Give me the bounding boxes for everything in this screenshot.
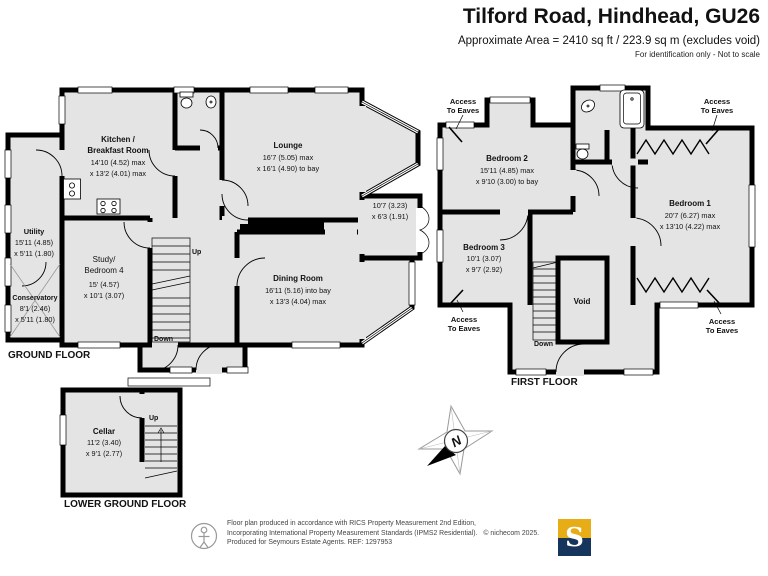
floor-label-first: FIRST FLOOR [511,377,578,388]
room-dim-study-2: x 10'1 (3.07) [84,291,124,300]
eaves-label-bl-1: Access [451,315,477,324]
ground-floor-doors [21,129,266,372]
room-dim-dining-2: x 13'3 (4.04) max [270,297,326,306]
room-dim-kitchen-2: x 13'2 (4.01) max [90,169,146,178]
footer-line3: Produced for Seymours Estate Agents. REF… [227,539,393,547]
room-label-bedroom3: Bedroom 3 [463,243,505,252]
eaves-label-tl-2: To Eaves [447,106,479,115]
header: Tilford Road, Hindhead, GU26 Approximate… [458,5,760,59]
room-dim-conservatory-2: x 5'11 (1.80) [15,315,55,324]
footer-line2-text: Incorporating International Property Mea… [227,529,478,537]
first-floor-stairs [532,261,559,341]
logo-letter: S [565,522,584,553]
stairs-down-label-first: Down [534,341,553,348]
bedroom1-wardrobes [636,138,710,294]
stairs-up-label: Up [192,249,201,256]
floor-label-ground: GROUND FLOOR [8,350,91,361]
scale-note: For identification only - Not to scale [635,50,760,59]
eaves-label-tr-1: Access [704,97,730,106]
room-dim-bedroom3-1: 10'1 (3.07) [467,254,502,263]
room-label-kitchen-2: Breakfast Room [87,146,148,155]
compass-north-needle [427,446,456,466]
room-label-conservatory: Conservatory [12,295,57,302]
room-dim-cellar-1: 11'2 (3.40) [87,438,121,447]
first-floor-labels: Access To Eaves Access To Eaves Access T… [447,97,738,388]
footer-copyright: © nichecom 2025. [483,529,540,537]
cellar-walls [60,387,183,498]
room-dim-bedroom2-1: 15'11 (4.85) max [480,166,534,175]
lower-stairs [144,425,178,479]
ground-floor-stairs [151,237,191,343]
room-label-dining: Dining Room [273,274,323,283]
bathroom-fixtures [575,89,645,160]
first-floor-windows [436,84,756,376]
footer-line1: Floor plan produced in accordance with R… [227,520,476,527]
eaves-label-br-2: To Eaves [706,326,738,335]
lower-ground-floor-plan: Cellar 11'2 (3.40) x 9'1 (2.77) Up LOWER… [59,387,187,510]
person-icon [190,522,218,550]
room-label-utility: Utility [24,227,45,236]
footer-disclaimer: Floor plan produced in accordance with R… [227,519,549,548]
eaves-access-doors [448,114,722,315]
kitchen-fixtures [63,178,121,215]
room-dim-porch-1: 10'7 (3.23) [373,201,408,210]
room-label-study-2: Bedroom 4 [84,266,124,275]
room-dim-utility-1: 15'11 (4.85) [15,238,53,247]
room-label-lounge: Lounge [274,141,303,150]
room-dim-lounge-2: x 16'1 (4.90) to bay [257,164,320,173]
eaves-label-bl-2: To Eaves [448,324,480,333]
room-label-bedroom2: Bedroom 2 [486,154,528,163]
room-label-cellar: Cellar [93,427,115,436]
floor-label-lower: LOWER GROUND FLOOR [64,499,187,510]
ground-floor-plan: Kitchen / Breakfast Room 14'10 (4.52) ma… [4,86,430,387]
room-label-bedroom1: Bedroom 1 [669,199,711,208]
room-dim-dining-1: 16'11 (5.16) into bay [265,286,331,295]
stairs-up-label-lower: Up [149,415,158,422]
ground-floor-walls [5,87,424,374]
seymours-logo: S [558,519,591,556]
ground-floor-labels: Kitchen / Breakfast Room 14'10 (4.52) ma… [8,135,408,361]
ground-floor-windows [4,86,430,374]
room-label-void: Void [574,297,591,306]
room-dim-bedroom1-1: 20'7 (6.27) max [665,211,716,220]
conservatory-glass [9,263,61,338]
room-label-kitchen: Kitchen / [101,135,136,144]
footer: Floor plan produced in accordance with R… [190,519,591,556]
room-dim-bedroom2-2: x 9'10 (3.00) to bay [476,177,539,186]
compass-icon: N [417,404,494,476]
eaves-label-tr-2: To Eaves [701,106,733,115]
room-dim-cellar-2: x 9'1 (2.77) [86,449,122,458]
room-dim-study-1: 15' (4.57) [89,280,120,289]
room-dim-utility-2: x 5'11 (1.80) [14,249,54,258]
room-dim-bedroom1-2: x 13'10 (4.22) max [660,222,721,231]
room-dim-porch-2: x 6'3 (1.91) [372,212,408,221]
wc-fixtures [179,91,217,109]
room-dim-kitchen-1: 14'10 (4.52) max [91,158,146,167]
first-floor-doors [499,158,662,373]
room-dim-bedroom3-2: x 9'7 (2.92) [466,265,502,274]
logo-top-band [558,519,591,538]
room-dim-lounge-1: 16'7 (5.05) max [263,153,314,162]
front-step [127,377,211,387]
page-title: Tilford Road, Hindhead, GU26 [462,5,760,28]
room-dim-conservatory-1: 8'1 (2.46) [20,304,51,313]
stairs-down-label: Down [154,336,173,343]
logo-bottom-band [558,538,591,556]
room-label-study: Study/ [93,255,116,264]
footer-line2: Incorporating International Property Mea… [227,529,549,539]
first-floor-plan: Access To Eaves Access To Eaves Access T… [436,84,756,388]
eaves-label-br-1: Access [709,317,735,326]
eaves-label-tl-1: Access [450,97,476,106]
lower-labels: Cellar 11'2 (3.40) x 9'1 (2.77) Up LOWER… [64,415,187,510]
area-subtitle: Approximate Area = 2410 sq ft / 223.9 sq… [457,35,760,47]
